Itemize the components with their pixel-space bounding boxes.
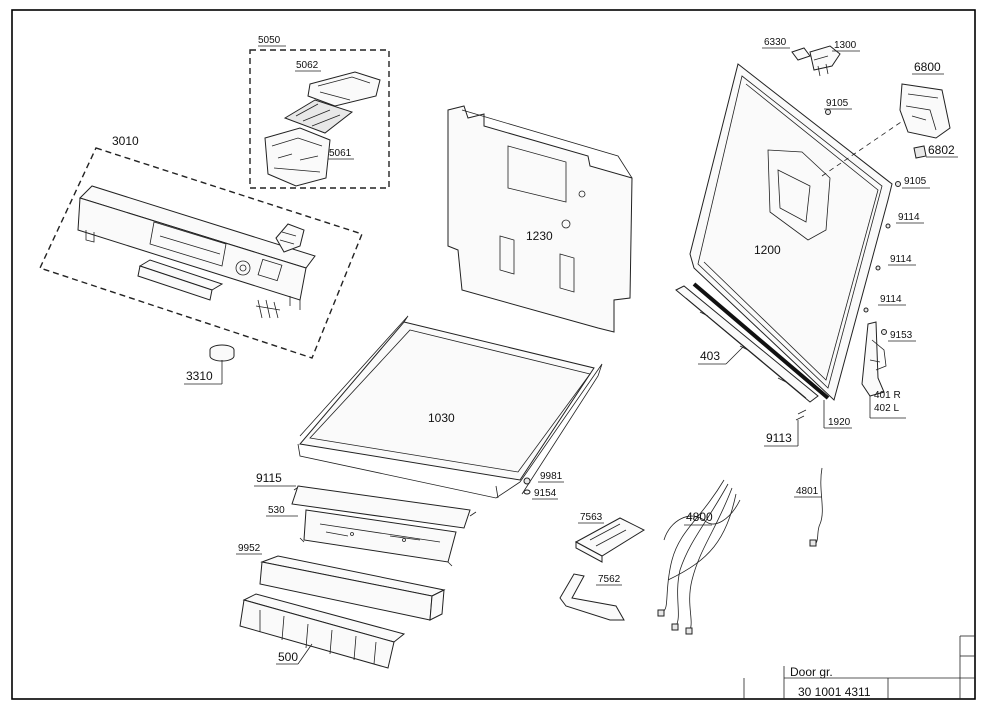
label-1920: 1920: [828, 417, 851, 428]
label-403: 403: [700, 349, 720, 363]
group-5050-box: [249, 49, 390, 189]
label-4801: 4801: [796, 486, 819, 497]
part-6330-latch: [791, 47, 811, 61]
screw-9105-side: [895, 181, 901, 187]
label-6800: 6800: [914, 60, 941, 74]
label-1200: 1200: [754, 243, 781, 257]
label-9153: 9153: [890, 330, 913, 341]
part-control-panel: [77, 185, 316, 310]
label-4800: 4800: [686, 510, 713, 524]
part-5062-cover: [307, 71, 381, 107]
label-9154: 9154: [534, 488, 557, 499]
part-1230-panel: [447, 105, 633, 333]
group-3010-box: [39, 147, 363, 359]
part-4800-wiring: [657, 479, 741, 635]
label-7562: 7562: [598, 574, 621, 585]
drawing-frame: [11, 9, 976, 700]
label-9114-a: 9114: [898, 212, 920, 223]
screw-9113: [795, 409, 807, 421]
title-group-label: Door gr.: [790, 665, 833, 679]
part-7562: [559, 573, 625, 621]
label-1230: 1230: [526, 229, 553, 243]
screw-9114-c: [863, 307, 869, 313]
part-pcb: [283, 99, 354, 134]
part-7563: [574, 517, 646, 563]
title-drawing-number: 30 1001 4311: [798, 685, 871, 699]
part-9981: [523, 477, 531, 485]
part-1920-seal: [692, 282, 830, 400]
label-401: 401 R: [874, 390, 901, 401]
part-9952-insulation: [259, 555, 446, 621]
screw-9114-b: [875, 265, 881, 271]
label-402: 402 L: [874, 403, 899, 414]
title-block: [743, 635, 975, 699]
label-6802: 6802: [928, 143, 955, 157]
part-6800-dispenser: [899, 83, 951, 139]
part-hinge: [861, 321, 887, 397]
label-500: 500: [278, 650, 298, 664]
label-5061: 5061: [329, 148, 352, 159]
label-1030: 1030: [428, 411, 455, 425]
part-403-rail: [675, 285, 819, 403]
screw-9105-top: [825, 109, 831, 115]
part-1300-lock: [809, 45, 841, 77]
part-4801-wire: [809, 467, 823, 547]
part-6802: [913, 145, 927, 159]
label-3310: 3310: [186, 369, 213, 383]
label-9113: 9113: [766, 431, 792, 445]
screws-530: [299, 537, 453, 567]
part-530-bracket: [291, 485, 471, 563]
part-500-trim: [239, 593, 406, 669]
label-9114-b: 9114: [890, 254, 912, 265]
part-9154: [523, 489, 531, 495]
screw-9153: [881, 329, 887, 335]
label-9952: 9952: [238, 543, 261, 554]
part-buttons: [255, 223, 305, 319]
label-9115: 9115: [256, 471, 282, 485]
part-1030-frame: [297, 315, 603, 499]
part-3310-knob: [209, 344, 235, 362]
label-7563: 7563: [580, 512, 603, 523]
label-9105-side: 9105: [904, 176, 927, 187]
label-1300: 1300: [834, 40, 857, 51]
part-5061-housing: [264, 127, 331, 187]
label-530: 530: [268, 505, 285, 516]
label-9981: 9981: [540, 471, 563, 482]
label-9114-c: 9114: [880, 294, 902, 305]
screw-9114-a: [885, 223, 891, 229]
part-1200-outer-door: [689, 63, 893, 401]
label-6330: 6330: [764, 37, 787, 48]
label-9105-top: 9105: [826, 98, 849, 109]
part-handle-insert: [137, 259, 224, 301]
label-3010: 3010: [112, 134, 139, 148]
label-5062: 5062: [296, 60, 319, 71]
label-5050: 5050: [258, 35, 281, 46]
